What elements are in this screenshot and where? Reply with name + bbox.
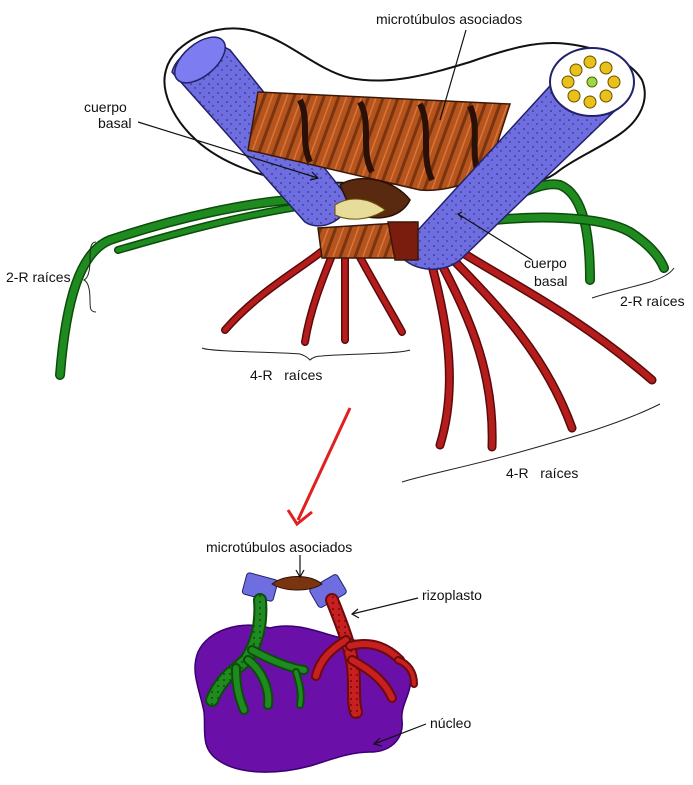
label-rizoplasto: rizoplasto [422, 587, 482, 603]
leader-rizoplasto [352, 598, 418, 614]
bottom-microtubule-band [272, 577, 322, 591]
label-cuerpo-basal-right-2: basal [534, 273, 567, 289]
label-2r-raices-left: 2-R raíces [6, 269, 71, 285]
red-arrow-down [288, 408, 350, 524]
label-4r-raices-left: 4-R raíces [250, 367, 322, 383]
label-4r-raices-right: 4-R raíces [506, 465, 578, 481]
brace-4r-left [202, 348, 410, 360]
label-2r-raices-right: 2-R raíces [620, 293, 685, 309]
label-cuerpo-basal-left-2: basal [98, 115, 131, 131]
label-microtubulos-bottom: microtúbulos asociados [206, 539, 352, 555]
red-roots-left [225, 245, 402, 342]
label-cuerpo-basal-right-1: cuerpo [524, 255, 567, 271]
label-cuerpo-basal-left-1: cuerpo [84, 99, 127, 115]
label-nucleo: núcleo [430, 715, 471, 731]
label-microtubulos-top: microtúbulos asociados [376, 11, 522, 27]
